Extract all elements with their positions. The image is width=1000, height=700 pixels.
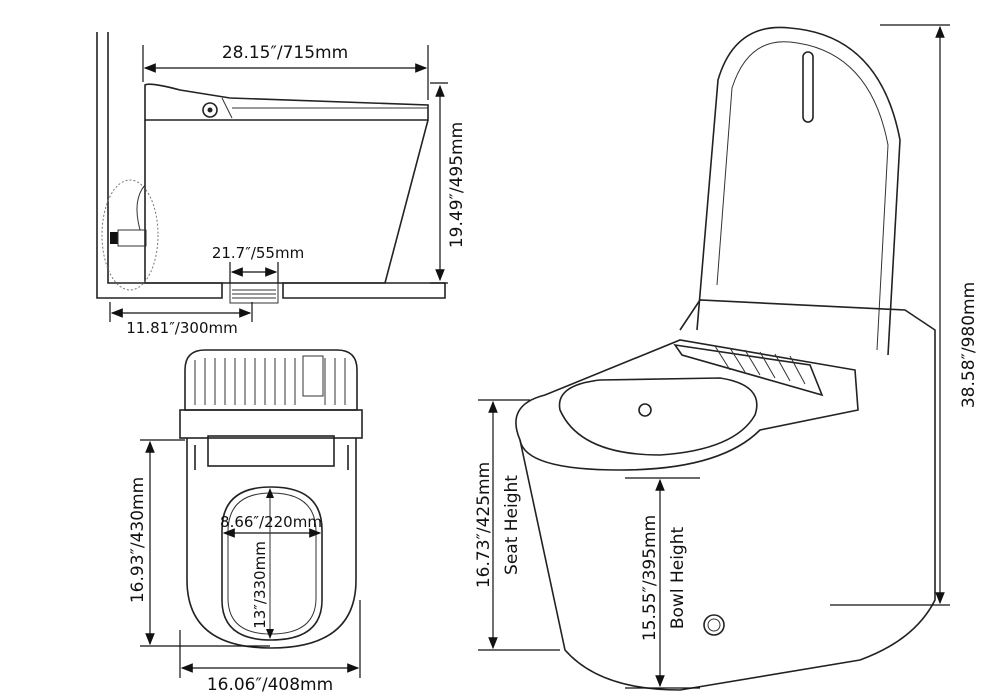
control-knob-icon <box>202 102 218 118</box>
lid <box>696 26 901 356</box>
toilet-top-side <box>144 83 429 121</box>
floor-flange <box>229 282 279 304</box>
total-height-label: 38.58″/980mm <box>959 282 979 408</box>
water-connection-detail <box>101 179 159 291</box>
toilet-body-side <box>144 119 429 284</box>
bowl-height-value: 15.55″/395mm <box>640 515 660 641</box>
perspective-view: 38.58″/980mm 16.73″/425mm Seat Height 15… <box>474 24 979 691</box>
side-length-label: 28.15″/715mm <box>222 43 348 63</box>
power-button-icon <box>703 614 725 636</box>
wall <box>96 32 223 299</box>
side-height-label: 19.49″/495mm <box>447 122 467 248</box>
seat-outline <box>186 438 357 649</box>
seat-height-value: 16.73″/425mm <box>474 462 494 588</box>
bowl-opening <box>558 377 758 456</box>
control-panel <box>302 355 324 397</box>
bowl-height-caption: Bowl Height <box>668 527 688 630</box>
depth-label: 16.93″/430mm <box>128 477 148 603</box>
flange-label: 21.7″/55mm <box>212 244 304 262</box>
seat <box>515 339 859 471</box>
tank-body <box>519 299 936 691</box>
width-label: 16.06″/408mm <box>207 675 333 695</box>
top-view: 8.66″/220mm 13″/330mm 16.93″/430mm 16.06… <box>128 349 363 695</box>
seat-opening <box>221 486 323 641</box>
opening-length-label: 13″/330mm <box>251 541 269 629</box>
floor <box>282 282 446 299</box>
seat-height-caption: Seat Height <box>502 475 522 575</box>
jet-nozzle-icon <box>638 403 652 417</box>
side-view: 28.15″/715mm 19.49″/495mm 21.7″/55mm 11.… <box>96 32 467 337</box>
opening-width-label: 8.66″/220mm <box>220 513 322 531</box>
seat-hinge-cover <box>207 435 335 467</box>
tank-top <box>184 349 358 411</box>
seat-hinge <box>673 343 824 397</box>
rough-in-label: 11.81″/300mm <box>126 319 237 337</box>
